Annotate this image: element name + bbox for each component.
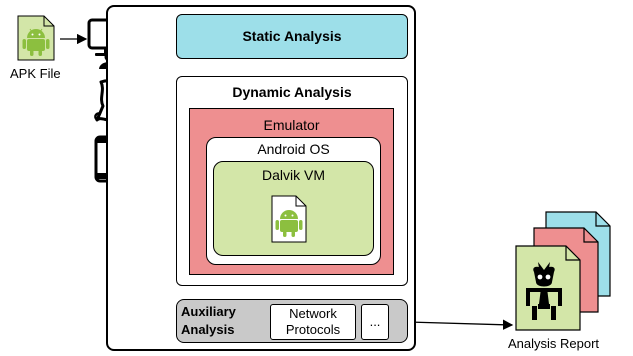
more-box	[361, 304, 389, 340]
emulator-label: Emulator	[263, 117, 320, 133]
bug-monster-icon	[526, 262, 562, 320]
static-analysis-box: Static Analysis	[176, 14, 408, 59]
network-label-line1: Network	[289, 306, 337, 321]
more-label: ...	[369, 314, 381, 329]
static-analysis-label: Static Analysis	[242, 28, 342, 44]
android-document-icon	[271, 195, 307, 243]
auxiliary-label-line1: Auxiliary	[181, 304, 236, 319]
network-protocols-box	[270, 304, 356, 340]
apk-file-label: APK File	[10, 66, 61, 81]
analysis-report-label: Analysis Report	[508, 336, 600, 351]
network-label-line2: Protocols	[285, 322, 341, 337]
android-os-label: Android OS	[257, 141, 330, 157]
android-apk-icon	[17, 15, 55, 61]
dynamic-analysis-label: Dynamic Analysis	[232, 84, 352, 100]
auxiliary-label-line2: Analysis	[181, 322, 235, 337]
dalvik-vm-label: Dalvik VM	[261, 167, 325, 183]
